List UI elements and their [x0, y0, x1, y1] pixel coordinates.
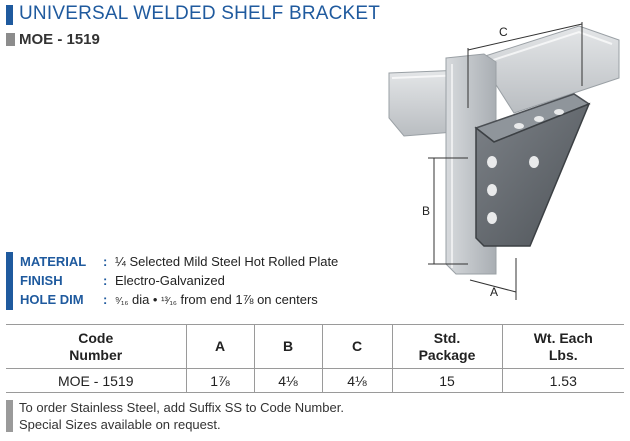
col-header-b: B	[253, 324, 322, 369]
dimension-b-label: B	[422, 204, 430, 218]
spec-value: Electro-Galvanized	[115, 273, 225, 288]
dimension-c-label: C	[499, 25, 508, 39]
col-header-package: Std.Package	[391, 324, 502, 369]
spec-hole-dim: HOLE DIM:⁹⁄₁₆ dia • ¹³⁄₁₆ from end 1⅞ on…	[20, 292, 318, 307]
cell-a: 1⅞	[185, 368, 254, 393]
cell-code: MOE - 1519	[6, 368, 186, 393]
subtitle-accent-bar	[6, 33, 15, 46]
cell-b: 4⅛	[253, 368, 322, 393]
spec-label: HOLE DIM	[20, 292, 84, 307]
cell-package: 15	[391, 368, 502, 393]
specs-accent-bar	[6, 252, 13, 310]
spec-material: MATERIAL:¼ Selected Mild Steel Hot Rolle…	[20, 254, 339, 269]
spec-value: ⁹⁄₁₆ dia • ¹³⁄₁₆ from end 1⅞ on centers	[115, 292, 318, 307]
cell-c: 4⅛	[321, 368, 392, 393]
note-stainless: To order Stainless Steel, add Suffix SS …	[19, 400, 344, 415]
col-header-a: A	[185, 324, 254, 369]
notes-accent-bar	[6, 400, 13, 432]
spec-label: MATERIAL	[20, 254, 87, 269]
title-accent-bar	[6, 5, 13, 25]
spec-value: ¼ Selected Mild Steel Hot Rolled Plate	[115, 254, 339, 269]
bracket-illustration: C B A	[388, 22, 620, 300]
page-title: UNIVERSAL WELDED SHELF BRACKET	[19, 3, 381, 24]
note-special-sizes: Special Sizes available on request.	[19, 417, 221, 432]
spec-finish: FINISH:Electro-Galvanized	[20, 273, 225, 288]
spec-label: FINISH	[20, 273, 63, 288]
dimension-a-label: A	[490, 285, 498, 299]
cell-weight: 1.53	[501, 368, 624, 393]
part-number: MOE - 1519	[19, 31, 100, 48]
col-header-c: C	[321, 324, 392, 369]
table-row: MOE - 1519 1⅞ 4⅛ 4⅛ 15 1.53	[6, 368, 624, 393]
